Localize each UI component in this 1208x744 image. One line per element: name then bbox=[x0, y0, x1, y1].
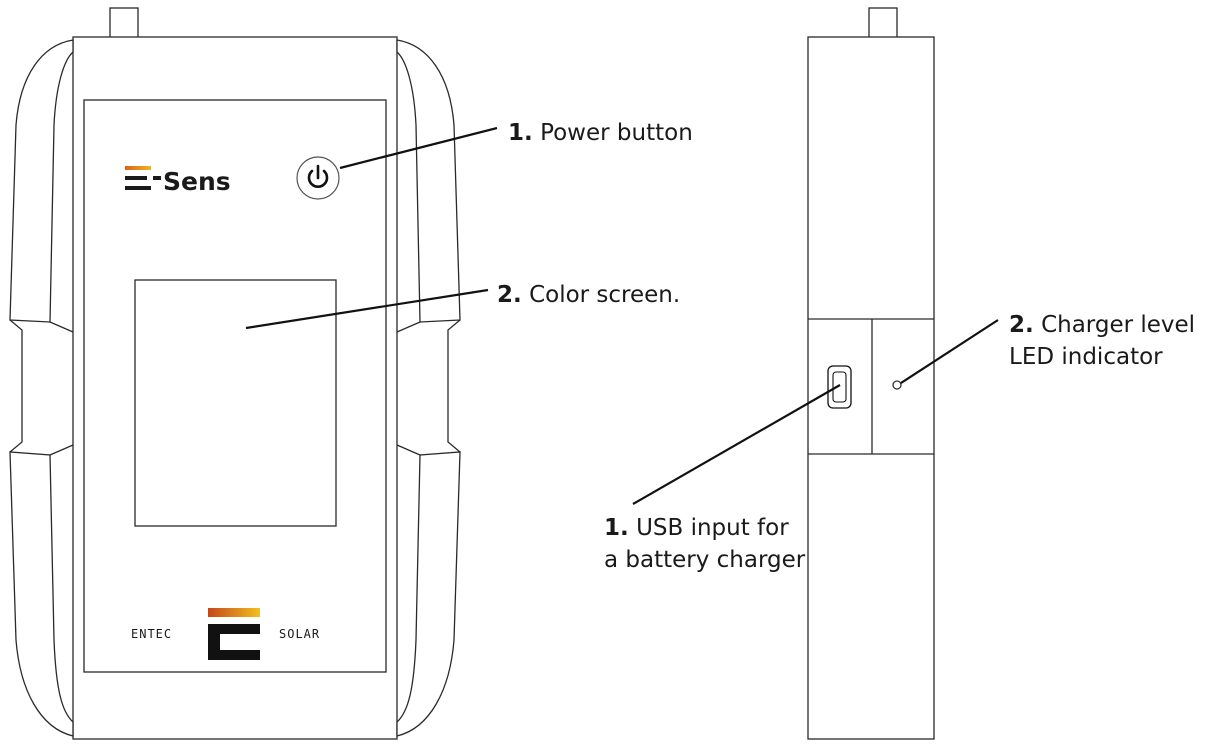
brand-e-top-bar bbox=[125, 166, 151, 170]
brand-dash bbox=[153, 176, 161, 180]
leader-lines bbox=[245, 126, 999, 505]
right-side-notch bbox=[447, 319, 461, 453]
callout-power-button-number: 1. bbox=[508, 120, 533, 146]
brand-e-bottom-bar bbox=[125, 186, 151, 190]
side-view bbox=[807, 7, 935, 740]
callout-charger-led-number: 2. bbox=[1009, 312, 1034, 338]
brand-e-mid-bar bbox=[125, 176, 147, 180]
right-bumper-bottom bbox=[396, 451, 461, 737]
callout-charger-led-line1: Charger level bbox=[1041, 312, 1196, 338]
brand-logo: Sens bbox=[125, 166, 231, 196]
footer-logo-right-word: SOLAR bbox=[279, 627, 320, 641]
footer-logo-gradient-bar bbox=[208, 608, 260, 617]
callout-usb-input: 1. USB input for a battery charger bbox=[604, 512, 805, 576]
callout-power-button-text: Power button bbox=[540, 120, 693, 146]
front-view bbox=[9, 7, 461, 740]
callout-color-screen: 2. Color screen. bbox=[497, 279, 680, 311]
footer-logo-left-word: ENTEC bbox=[131, 627, 172, 641]
side-antenna bbox=[868, 7, 898, 39]
color-screen bbox=[134, 279, 337, 527]
right-bumper-top bbox=[396, 39, 461, 323]
callout-charger-led: 2. Charger level LED indicator bbox=[1009, 309, 1195, 373]
power-icon bbox=[307, 164, 329, 188]
callout-charger-led-line2: LED indicator bbox=[1009, 344, 1163, 370]
left-bumper-bottom bbox=[9, 451, 74, 737]
callout-usb-input-number: 1. bbox=[604, 515, 629, 541]
callout-power-button: 1. Power button bbox=[508, 117, 693, 149]
callout-color-screen-text: Color screen. bbox=[529, 282, 681, 308]
usb-port-inner bbox=[832, 371, 847, 403]
callout-usb-input-line2: a battery charger bbox=[604, 547, 806, 573]
charger-led bbox=[892, 380, 902, 390]
leader-usb-input bbox=[632, 384, 841, 505]
brand-name: Sens bbox=[163, 167, 231, 196]
front-antenna bbox=[109, 7, 139, 39]
side-body bbox=[807, 36, 935, 740]
leader-charger-led bbox=[900, 319, 999, 384]
footer-logo: ENTEC SOLAR bbox=[131, 608, 320, 660]
leader-color-screen bbox=[245, 288, 489, 330]
callout-usb-input-line1: USB input for bbox=[636, 515, 789, 541]
left-side-notch bbox=[9, 319, 23, 453]
callout-color-screen-number: 2. bbox=[497, 282, 522, 308]
footer-logo-e-mark bbox=[208, 624, 260, 660]
leader-power-button bbox=[339, 126, 498, 170]
left-bumper-top bbox=[9, 39, 74, 323]
